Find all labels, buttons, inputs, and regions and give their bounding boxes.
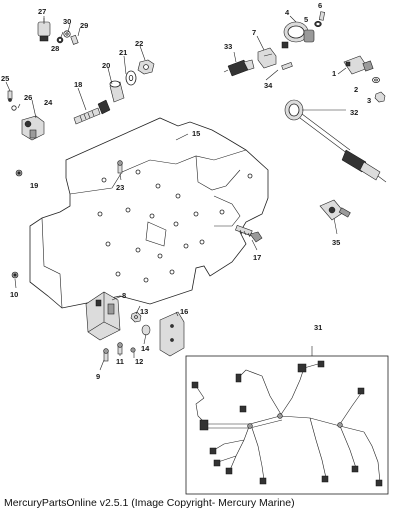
washer-30[interactable]	[63, 30, 71, 38]
mounting-plate[interactable]	[29, 117, 269, 309]
callout-35: 35	[332, 238, 340, 247]
sender-1[interactable]	[343, 55, 374, 75]
harness-box-31[interactable]	[185, 346, 389, 495]
callout-14: 14	[141, 344, 150, 353]
callout-5: 5	[304, 15, 308, 24]
callout-11: 11	[116, 357, 124, 366]
connector-33[interactable]	[223, 59, 255, 77]
bracket-16[interactable]	[159, 311, 185, 357]
sensor-harness-32[interactable]	[284, 99, 387, 183]
callout-8: 8	[122, 291, 126, 300]
callout-25: 25	[1, 74, 9, 83]
copyright-footer: MercuryPartsOnline v2.5.1 (Image Copyrig…	[4, 497, 295, 509]
callout-33: 33	[224, 42, 232, 51]
callout-13: 13	[140, 307, 148, 316]
callout-1: 1	[332, 69, 336, 78]
callout-10: 10	[10, 290, 18, 299]
callout-4: 4	[285, 8, 290, 17]
callout-21: 21	[119, 48, 127, 57]
screw-23[interactable]	[117, 160, 123, 174]
nut-28[interactable]	[56, 36, 64, 44]
callout-22: 22	[135, 39, 143, 48]
callout-15: 15	[192, 129, 200, 138]
callout-19: 19	[30, 181, 38, 190]
sensor-4[interactable]	[281, 21, 315, 49]
callout-32: 32	[350, 108, 358, 117]
screw-29[interactable]	[70, 34, 79, 45]
nut-22[interactable]	[137, 59, 155, 75]
callout-3: 3	[367, 96, 371, 105]
washer-21[interactable]	[125, 70, 137, 86]
callout-29: 29	[80, 21, 88, 30]
o-ring-5[interactable]	[314, 20, 322, 28]
callout-20: 20	[102, 61, 110, 70]
callout-18: 18	[74, 80, 82, 89]
callout-labels: 27 30 29 28 22 21 20 18 25 26 24 19 15 2…	[1, 1, 371, 381]
washer-2[interactable]	[372, 77, 380, 84]
screw-12[interactable]	[130, 347, 136, 353]
screw-6[interactable]	[318, 11, 326, 21]
terminal-14[interactable]	[141, 324, 151, 336]
sensor-35[interactable]	[319, 199, 351, 221]
stud-18[interactable]	[73, 99, 111, 125]
spacer-20[interactable]	[109, 80, 125, 103]
callout-7: 7	[252, 28, 256, 37]
washer-26[interactable]	[11, 105, 17, 111]
screw-10[interactable]	[11, 271, 19, 279]
connector-7[interactable]	[257, 47, 277, 69]
sensor-24[interactable]	[21, 115, 45, 141]
screw-19[interactable]	[15, 169, 23, 177]
callout-17: 17	[253, 253, 261, 262]
callout-27: 27	[38, 7, 46, 16]
callout-9: 9	[96, 372, 100, 381]
callout-2: 2	[354, 85, 358, 94]
leader-lines	[5, 15, 347, 371]
callout-6: 6	[318, 1, 322, 10]
callout-12: 12	[135, 357, 143, 366]
nut-3[interactable]	[374, 91, 386, 103]
callout-31: 31	[314, 323, 322, 332]
callout-28: 28	[51, 44, 59, 53]
callout-34: 34	[264, 81, 273, 90]
callout-30: 30	[63, 17, 71, 26]
terminal-34[interactable]	[281, 62, 293, 70]
screw-9[interactable]	[103, 348, 109, 362]
callout-26: 26	[24, 93, 32, 102]
callout-16: 16	[180, 307, 188, 316]
screw-25[interactable]	[7, 90, 13, 102]
callout-24: 24	[44, 98, 53, 107]
callout-23: 23	[116, 183, 124, 192]
screw-11[interactable]	[117, 342, 123, 355]
relay-8[interactable]	[85, 291, 121, 341]
bolt-17[interactable]	[235, 224, 263, 243]
